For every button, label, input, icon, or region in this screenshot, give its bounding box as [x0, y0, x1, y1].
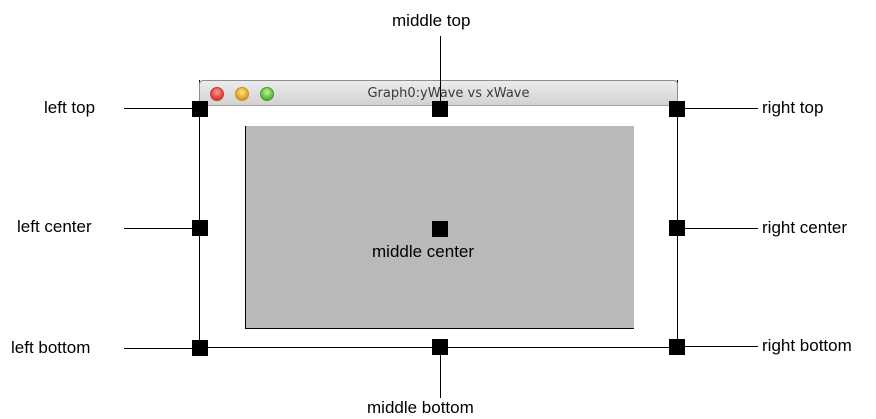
label-left-center: left center — [17, 217, 92, 236]
label-middle-center: middle center — [372, 242, 475, 261]
label-middle-top: middle top — [392, 11, 471, 30]
label-right-top: right top — [762, 98, 824, 117]
graph-window: Graph0:yWave vs xWave — [199, 80, 678, 348]
leader-left-center — [124, 228, 200, 229]
handle-middle-bottom[interactable] — [432, 339, 448, 355]
handle-right-center[interactable] — [669, 220, 685, 236]
label-right-center: right center — [762, 218, 848, 237]
handle-middle-center[interactable] — [432, 221, 448, 237]
close-button-icon[interactable] — [210, 87, 224, 101]
leader-left-top — [124, 108, 200, 109]
handle-left-center[interactable] — [192, 220, 208, 236]
leader-right-center — [678, 228, 758, 229]
handle-left-top[interactable] — [192, 101, 208, 117]
leader-left-bottom — [124, 348, 200, 349]
minimize-button-icon[interactable] — [235, 87, 249, 101]
handle-right-bottom[interactable] — [669, 339, 685, 355]
window-title: Graph0:yWave vs xWave — [367, 86, 530, 101]
window-titlebar[interactable]: Graph0:yWave vs xWave — [199, 80, 678, 106]
handle-left-bottom[interactable] — [192, 340, 208, 356]
label-right-bottom: right bottom — [762, 336, 852, 355]
label-left-top: left top — [44, 98, 96, 117]
label-middle-bottom: middle bottom — [367, 398, 474, 417]
leader-right-top — [678, 108, 758, 109]
leader-middle-bottom — [440, 348, 441, 398]
zoom-button-icon[interactable] — [260, 87, 274, 101]
leader-right-bottom — [678, 346, 758, 347]
leader-middle-top — [440, 36, 441, 108]
handle-middle-top[interactable] — [432, 101, 448, 117]
handle-right-top[interactable] — [669, 101, 685, 117]
label-left-bottom: left bottom — [11, 338, 91, 357]
